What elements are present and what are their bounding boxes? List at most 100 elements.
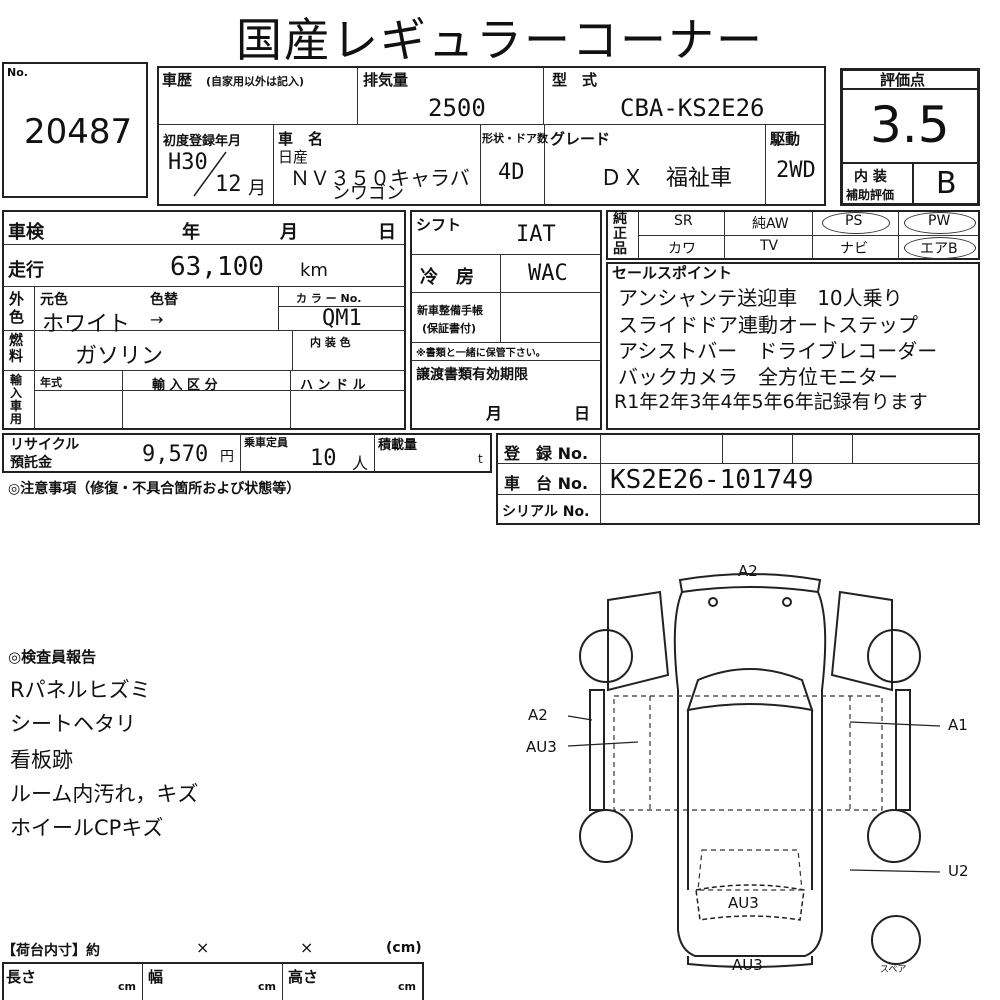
left-details-grid bbox=[2, 210, 406, 430]
ac-label: 冷 房 bbox=[420, 267, 474, 288]
car-name-line2: ンワゴン bbox=[332, 184, 404, 204]
grade-label: グレード bbox=[550, 130, 611, 148]
maintenance-label-2: (保証書付) bbox=[422, 322, 477, 335]
transfer-month: 月 bbox=[486, 404, 503, 423]
import-label: 輸入車用 bbox=[10, 373, 23, 426]
transfer-label: 譲渡書類有効期限 bbox=[416, 367, 528, 383]
load-label: 積載量 bbox=[378, 438, 418, 453]
car-damage-diagram bbox=[567, 573, 941, 968]
chassis-value: KS2E26-101749 bbox=[610, 465, 814, 495]
diagram-label-left-door: AU3 bbox=[526, 738, 557, 756]
drive-value: 2WD bbox=[776, 158, 816, 183]
recycle-label-1: リサイクル bbox=[10, 437, 80, 453]
car-maker: 日産 bbox=[278, 148, 309, 166]
inspector-line-2: シートヘタリ bbox=[10, 712, 136, 736]
recycle-label-2: 預託金 bbox=[10, 455, 52, 471]
middle-details-grid bbox=[410, 210, 602, 430]
lot-number-box bbox=[2, 62, 148, 198]
recycle-value: 9,570 bbox=[142, 442, 209, 467]
sales-point-2: スライドドア連動オートステップ bbox=[618, 313, 918, 337]
equip-pw-circle bbox=[904, 212, 976, 234]
vehicle-info-grid bbox=[157, 66, 826, 206]
diagram-label-left-panel: A2 bbox=[528, 706, 548, 724]
color-code: QM1 bbox=[322, 306, 362, 331]
cargo-length-label: 長さ bbox=[6, 968, 37, 986]
diagram-label-right-rear: U2 bbox=[948, 862, 969, 880]
equip-sr: SR bbox=[674, 213, 693, 229]
doors-value: 4D bbox=[498, 160, 525, 185]
color-arrow: → bbox=[150, 310, 164, 329]
grade-value: ＤＸ 福祉車 bbox=[600, 166, 733, 191]
sales-point-1: アンシャンテ送迎車 10人乗り bbox=[618, 286, 903, 310]
equip-ps: PS bbox=[845, 213, 863, 229]
score-value: 3.5 bbox=[870, 96, 950, 154]
fuel-label: 燃料 bbox=[9, 333, 23, 365]
sales-points-label: セールスポイント bbox=[612, 264, 733, 282]
cargo-label: 【荷台内寸】約 bbox=[2, 943, 100, 959]
first-reg-year: H30 bbox=[168, 150, 208, 175]
inspector-line-5: ホイールCPキズ bbox=[10, 816, 164, 840]
recycle-row bbox=[2, 433, 492, 473]
serial-label: シリアル No. bbox=[502, 504, 590, 520]
capacity-label: 乗車定員 bbox=[244, 436, 288, 449]
equip-ps-circle bbox=[822, 212, 890, 234]
equip-airbag-circle bbox=[904, 237, 976, 259]
registration-box bbox=[496, 433, 980, 525]
ac-value: WAC bbox=[528, 261, 568, 286]
lot-number: 20487 bbox=[24, 112, 133, 152]
model-value: CBA-KS2E26 bbox=[620, 94, 765, 122]
cargo-height-unit: cm bbox=[398, 980, 416, 993]
sales-points-box bbox=[606, 262, 980, 430]
shift-value: IAT bbox=[516, 222, 556, 247]
diagram-label-rear: AU3 bbox=[728, 894, 759, 912]
car-name-label: 車 名 bbox=[278, 130, 324, 148]
interior-score-value: B bbox=[936, 166, 957, 201]
import-handle-label: ハ ン ド ル bbox=[300, 378, 366, 393]
transfer-day: 日 bbox=[574, 404, 591, 423]
first-reg-label: 初度登録年月 bbox=[163, 134, 242, 149]
sales-point-3: アシストバー ドライブレコーダー bbox=[618, 339, 938, 363]
score-box bbox=[840, 68, 980, 206]
history-label: 車歴 bbox=[162, 71, 193, 89]
color-label: 外色 bbox=[9, 290, 25, 326]
inspector-line-3: 看板跡 bbox=[10, 748, 73, 772]
load-unit: t bbox=[478, 452, 483, 466]
page-title: 国産レギュラーコーナー bbox=[236, 13, 764, 67]
mileage-label: 走行 bbox=[8, 260, 44, 281]
interior-score-label-2: 補助評価 bbox=[846, 188, 895, 202]
equip-pw: PW bbox=[928, 213, 951, 229]
diagram-label-right-panel: A1 bbox=[948, 716, 968, 734]
spare-tire-label: スペア bbox=[880, 965, 907, 975]
first-reg-slash bbox=[193, 151, 227, 197]
inspection-label: 車検 bbox=[8, 222, 44, 243]
cargo-width-label: 幅 bbox=[148, 968, 164, 986]
model-label: 型 式 bbox=[552, 71, 598, 89]
cargo-length-unit: cm bbox=[118, 980, 136, 993]
capacity-unit: 人 bbox=[352, 454, 369, 473]
diagram-label-front: A2 bbox=[738, 562, 758, 580]
inspection-year: 年 bbox=[182, 222, 200, 243]
inspection-month: 月 bbox=[280, 222, 298, 243]
maintenance-note: ※書類と一緒に保管下さい。 bbox=[416, 348, 546, 359]
equip-navi: ナビ bbox=[840, 241, 868, 257]
import-category-label: 輸 入 区 分 bbox=[152, 378, 218, 393]
maintenance-label-1: 新車整備手帳 bbox=[417, 304, 483, 317]
cargo-unit: (cm) bbox=[386, 940, 422, 956]
first-reg-month-unit: 月 bbox=[248, 178, 266, 199]
equip-tv: TV bbox=[760, 238, 779, 254]
equip-leather: カワ bbox=[668, 241, 696, 257]
chassis-label: 車 台 No. bbox=[504, 474, 589, 493]
mileage-value: 63,100 bbox=[170, 252, 264, 282]
interior-score-label-1: 内 装 bbox=[854, 169, 887, 185]
cargo-x2: × bbox=[300, 938, 314, 957]
inspector-line-1: Rパネルヒズミ bbox=[10, 678, 151, 702]
sales-point-4: バックカメラ 全方位モニター bbox=[618, 365, 898, 389]
equip-airbag: エアB bbox=[920, 241, 958, 257]
interior-color-label: 内 装 色 bbox=[310, 336, 351, 349]
registration-label: 登 録 No. bbox=[504, 444, 589, 463]
recycle-unit: 円 bbox=[220, 449, 234, 465]
lot-no-label: No. bbox=[7, 66, 28, 79]
cargo-width-unit: cm bbox=[258, 980, 276, 993]
first-reg-month: 12 bbox=[215, 172, 242, 197]
cargo-dimensions-box bbox=[2, 962, 424, 1000]
